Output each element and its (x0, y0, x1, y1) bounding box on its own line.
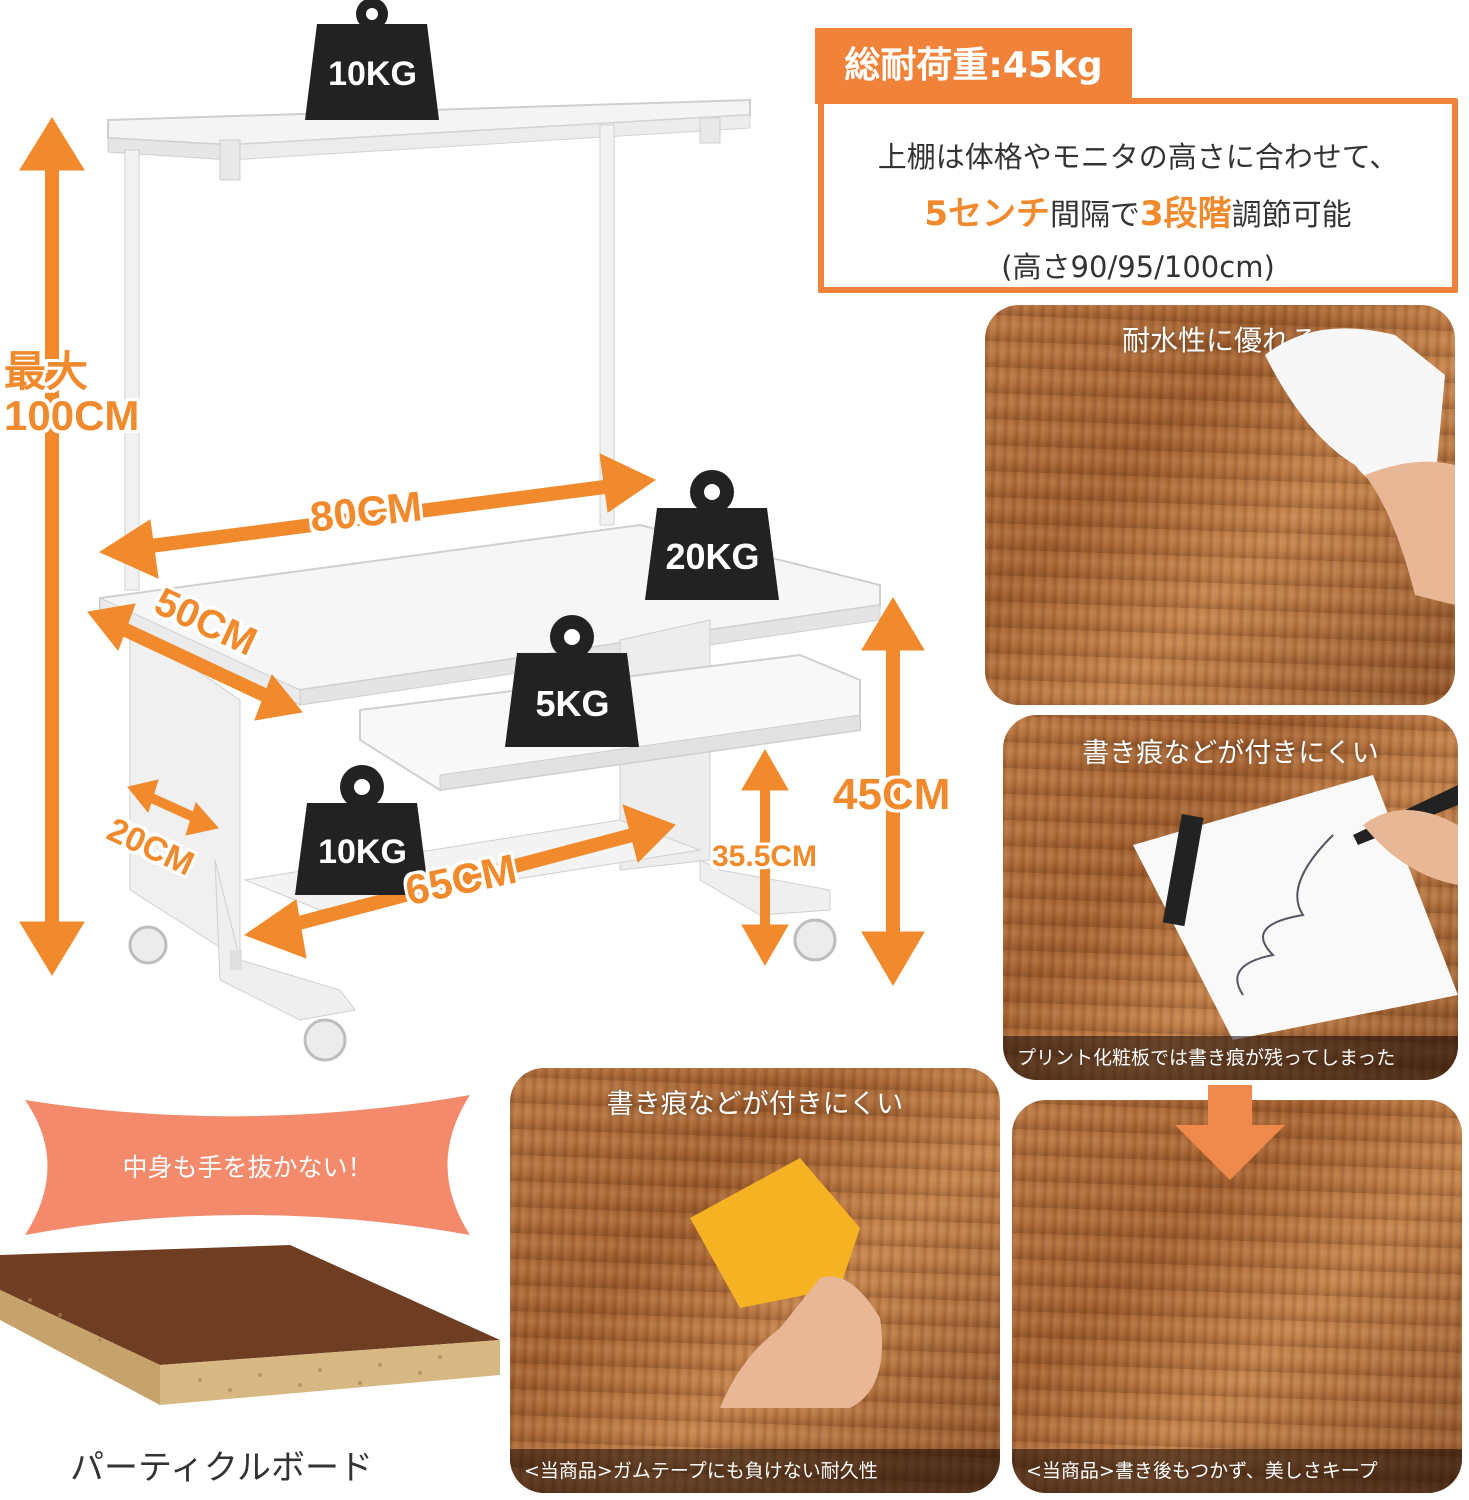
kettlebell-icon (505, 615, 639, 747)
particle-board-label: パーティクルボード (70, 1448, 373, 1488)
scratch-caption-bottom: 書き痕などが付きにくい (606, 1089, 904, 1120)
total-load-tab: 総耐荷重:45kg (815, 28, 1132, 104)
banner-text: 中身も手を抜かない！ (122, 1153, 373, 1182)
tape-hand-icon (690, 1158, 882, 1408)
kettlebell-icon (305, 0, 439, 120)
scratch-panel-top: 書き痕などが付きにくい プリント化粧板では書き痕が残ってしまった (1003, 715, 1458, 1080)
clean-panel: <当商品>書き後もつかず、美しさキープ (1012, 1100, 1462, 1493)
clean-caption: <当商品>書き後もつかず、美しさキープ (1012, 1449, 1462, 1493)
weight-label-tray: 5KG (535, 683, 610, 724)
tissue-hand-icon (1265, 328, 1455, 605)
capacity-line-2: 5センチ間隔で3段階調節可能 (824, 186, 1452, 235)
kettlebell-icon (295, 765, 429, 895)
weight-icon-bottom: 10KG (295, 765, 430, 897)
capacity-line-2-text-a: 間隔で (1050, 198, 1140, 233)
particle-board-image (0, 1245, 500, 1405)
down-arrow-icon (1175, 1085, 1285, 1180)
tape-caption: <当商品>ガムテープにも負けない耐久性 (510, 1449, 1000, 1493)
paper-pen-icon (1133, 775, 1458, 1040)
tape-panel: 書き痕などが付きにくい <当商品>ガムテープにも負けない耐久性 (510, 1068, 1000, 1493)
print-board-note: プリント化粧板では書き痕が残ってしまった (1003, 1036, 1458, 1080)
highlight-interval: 5センチ (924, 194, 1050, 234)
weight-label-desk: 20KG (665, 536, 760, 577)
weight-icon-desk: 20KG (645, 470, 780, 602)
ribbon-banner (25, 1095, 470, 1235)
capacity-line-1: 上棚は体格やモニタの高さに合わせて、 (877, 140, 1399, 174)
scratch-caption-top: 書き痕などが付きにくい (1082, 738, 1379, 769)
height-label-line2: 100CM (4, 392, 140, 439)
kettlebell-icon (645, 470, 779, 600)
weight-label-top: 10KG (328, 55, 417, 93)
desk-height-label: 45CM (833, 770, 951, 819)
desk-illustration (19, 98, 925, 1062)
capacity-line-3: (高さ90/95/100cm) (1001, 250, 1275, 284)
height-label-line1: 最大 (4, 348, 89, 395)
weight-label-bottom: 10KG (318, 833, 407, 871)
weight-icon-top: 10KG (305, 0, 440, 122)
highlight-steps: 3段階 (1140, 194, 1232, 234)
capacity-description-box: 上棚は体格やモニタの高さに合わせて、 5センチ間隔で3段階調節可能 (高さ90/… (818, 98, 1458, 293)
waterproof-panel: 耐水性に優れる (985, 305, 1455, 705)
weight-icon-tray: 5KG (505, 615, 640, 748)
tray-height-label: 35.5CM (712, 840, 818, 873)
capacity-line-2-text-b: 調節可能 (1231, 198, 1352, 233)
